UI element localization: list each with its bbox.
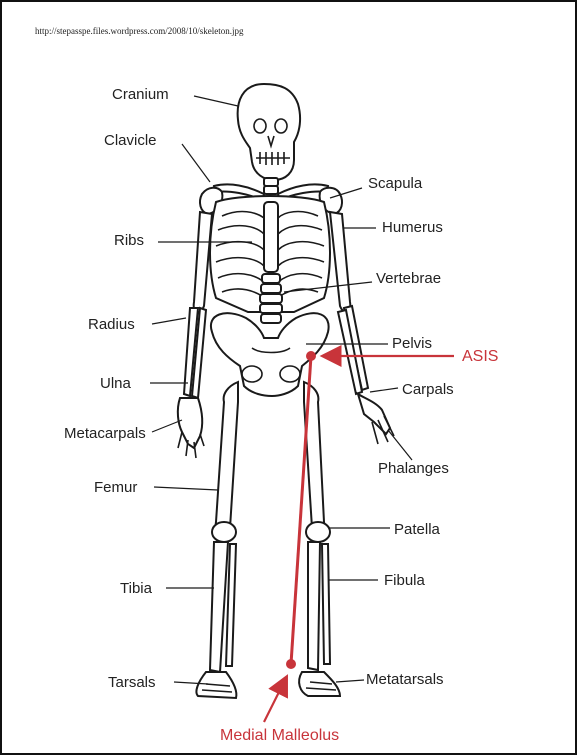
label-ribs: Ribs	[114, 232, 144, 249]
label-metatarsals: Metatarsals	[366, 671, 444, 688]
label-radius: Radius	[88, 316, 135, 333]
label-vertebrae: Vertebrae	[376, 270, 441, 287]
label-asis: ASIS	[462, 348, 498, 365]
label-patella: Patella	[394, 521, 441, 538]
asis-marker	[306, 351, 316, 361]
sternum	[264, 202, 278, 272]
hand-left	[178, 398, 202, 448]
tibia-right	[308, 542, 320, 670]
patella-left	[212, 522, 236, 542]
label-ulna: Ulna	[100, 375, 132, 392]
patella-right	[306, 522, 330, 542]
foot-right	[299, 672, 340, 696]
label-tarsals: Tarsals	[108, 674, 156, 691]
skeleton-illustration	[178, 84, 394, 698]
medial-malleolus-marker	[286, 659, 296, 669]
humerus-right	[330, 212, 350, 312]
label-carpals: Carpals	[402, 381, 454, 398]
fibula-right	[322, 544, 330, 664]
vertebrae-column	[260, 274, 282, 323]
label-humerus: Humerus	[382, 219, 443, 236]
label-clavicle: Clavicle	[104, 132, 157, 149]
label-cranium: Cranium	[112, 86, 169, 103]
label-fibula: Fibula	[384, 572, 426, 589]
label-femur: Femur	[94, 479, 137, 496]
label-medial-malleolus: Medial Malleolus	[220, 727, 339, 744]
label-pelvis: Pelvis	[392, 335, 432, 352]
label-tibia: Tibia	[120, 580, 153, 597]
label-scapula: Scapula	[368, 175, 423, 192]
labels: Cranium Clavicle Scapula Humerus Ribs Ve…	[64, 86, 498, 744]
label-phalanges: Phalanges	[378, 460, 449, 477]
femur-left	[216, 382, 238, 532]
skull	[238, 84, 300, 180]
malleolus-arrow	[264, 678, 286, 722]
tibia-left	[210, 542, 228, 672]
label-metacarpals: Metacarpals	[64, 425, 146, 442]
